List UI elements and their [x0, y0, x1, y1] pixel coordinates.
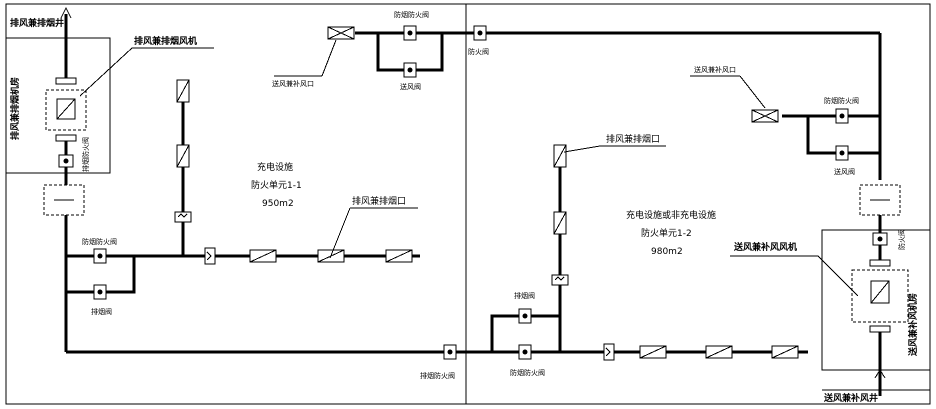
exhaust-outlet-v2-diag	[176, 144, 190, 168]
exhaust-valve-h	[204, 247, 216, 265]
exhaust-bypass-loop	[66, 256, 136, 294]
fire-damper-top-right-dot	[839, 113, 845, 119]
exhaust-outlet-1-leader	[329, 207, 351, 259]
supply-fan-body	[851, 269, 909, 323]
exhaust-fan-leader	[79, 47, 133, 97]
supply-fan-room	[821, 229, 931, 371]
exhaust-fan-label: 排风兼排烟风机	[134, 35, 197, 47]
unit1-line2: 防火单元1-1	[251, 179, 302, 191]
exhaust-outlet-1-label: 排风兼排烟口	[352, 195, 406, 207]
fire-damper-bottom-label: 防烟防火阀	[510, 368, 545, 377]
exhaust-fan-flange-top	[55, 77, 77, 85]
exhaust-valve-left-dot	[97, 289, 103, 295]
supply-fan-label: 送风兼补风风机	[733, 241, 797, 253]
exhaust-valve-v	[174, 211, 192, 223]
supply-shaft-arrowhead	[874, 369, 886, 379]
supply-outlet-1-label: 送风兼补风口	[272, 79, 314, 88]
supply-outlet-2-label: 送风兼补风口	[694, 65, 736, 74]
supply-outlet-right-x2	[751, 109, 779, 123]
exhaust-outlet-h3-diag	[385, 249, 413, 263]
exhaust-valve-rh	[603, 343, 615, 361]
unit1-line3: 950m2	[262, 199, 294, 209]
supply-fan-leader	[817, 255, 859, 297]
fire-valve-right-label: 防火阀	[897, 229, 906, 250]
exhaust-outlet-2-label: 排风兼排烟口	[606, 133, 660, 145]
exhaust-fire-valve-room-label: 排烟防火阀	[81, 137, 90, 172]
exhaust-shaft-label: 排风兼排烟井	[10, 17, 64, 29]
supply-fan-core-diag	[870, 280, 890, 304]
fire-damper-top-dot	[407, 30, 413, 36]
exhaust-outlet-rv1-diag	[553, 144, 567, 168]
exhaust-fire-valve-bottom-label: 排烟防火阀	[420, 371, 455, 380]
exhaust-valve-h-mark	[206, 251, 212, 261]
exhaust-shaft-arrowhead	[60, 6, 72, 19]
supply-fan-flange-top	[869, 259, 891, 267]
exhaust-valve-v-mark	[177, 213, 188, 218]
supply-shaft-label: 送风兼补风井	[823, 392, 878, 404]
exhaust-fan-flange-bottom	[55, 134, 77, 142]
exhaust-outlet-rh1-diag	[639, 345, 667, 359]
exhaust-outlet-v1-diag	[176, 79, 190, 103]
fire-damper-top-label: 防烟防火阀	[394, 10, 429, 19]
exhaust-fan-room	[5, 37, 111, 174]
fire-damper-bottom-dot	[522, 349, 528, 355]
exhaust-fire-valve-bottom-dot	[447, 349, 453, 355]
air-valve-right-dot	[839, 150, 845, 156]
fire-damper-top-right-label: 防烟防火阀	[824, 96, 859, 105]
supply-outlet-1-leader	[321, 39, 337, 77]
exhaust-outlet-rv2-diag	[553, 211, 567, 235]
unit1-line1: 充电设施	[257, 161, 293, 173]
unit2-line2: 防火单元1-2	[641, 227, 692, 239]
supply-bypass-loop-right	[806, 116, 880, 155]
exhaust-valve-right-dot	[522, 313, 528, 319]
exhaust-valve-rv-mark	[554, 276, 565, 281]
exhaust-fan-core-diag	[56, 98, 76, 120]
fire-valve-center-label: 防火阀	[468, 47, 489, 56]
exhaust-outlet-2-leader	[563, 145, 601, 153]
fire-valve-right-dot	[877, 236, 883, 242]
exhaust-outlet-rh2-diag	[705, 345, 733, 359]
fire-damper-left-label: 防烟防火阀	[82, 237, 117, 246]
exhaust-valve-rv	[551, 274, 569, 286]
outer-frame	[5, 3, 931, 405]
supply-fan-flange-bottom	[869, 325, 891, 333]
exhaust-outlet-rh3-diag	[771, 345, 799, 359]
exhaust-fan-room-label: 排风兼排烟机房	[9, 77, 21, 140]
unit2-line3: 980m2	[651, 247, 683, 257]
fire-valve-center-dot	[477, 30, 483, 36]
exhaust-valve-rh-mark	[605, 347, 611, 357]
exhaust-bypass-loop-right	[490, 314, 560, 352]
air-valve-top-dot	[407, 67, 413, 73]
air-valve-top-label: 送风阀	[400, 82, 421, 91]
exhaust-outlet-h1-diag	[249, 249, 277, 263]
supply-outlet-2-leader	[739, 75, 766, 109]
exhaust-valve-right-label: 排烟阀	[514, 291, 535, 300]
exhaust-valve-left-label: 排烟阀	[91, 307, 112, 316]
exhaust-fire-valve-room-dot	[63, 158, 69, 164]
supply-fan-room-label: 送风兼补风机房	[907, 293, 919, 357]
air-valve-right-label: 送风阀	[834, 167, 855, 176]
unit2-line1: 充电设施或非充电设施	[626, 209, 716, 221]
supply-outlet-left-x2	[327, 26, 355, 40]
fire-damper-left-dot	[97, 253, 103, 259]
